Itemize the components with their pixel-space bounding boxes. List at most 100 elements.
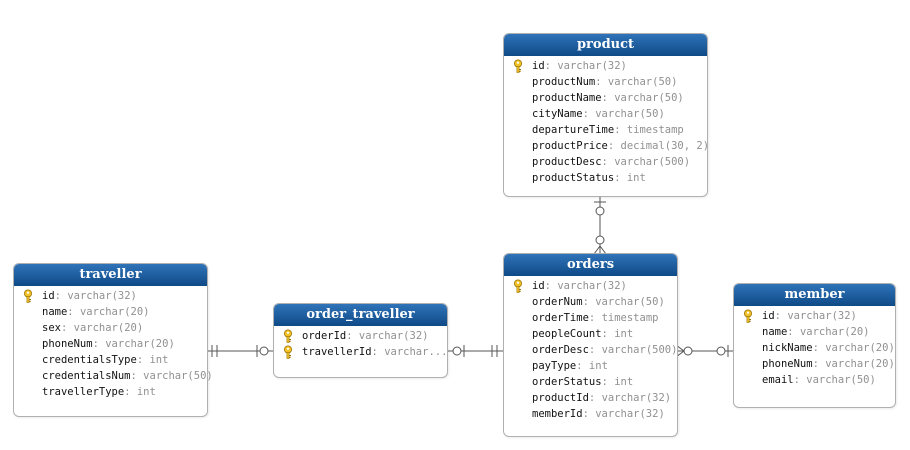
field-row[interactable]: credentialsType: int: [14, 352, 207, 368]
field-separator: :: [588, 344, 602, 356]
field-separator: :: [614, 172, 627, 184]
field-row[interactable]: credentialsNum: varchar(50): [14, 368, 213, 384]
field-row[interactable]: productDesc: varchar(500): [504, 154, 707, 170]
field-name: sex: [42, 322, 61, 334]
relationship-traveller-order-traveller: [206, 345, 274, 357]
field-name: departureTime: [532, 124, 615, 136]
field-separator: :: [601, 156, 615, 168]
field-name: email: [762, 374, 794, 386]
field-name: productId: [532, 392, 589, 404]
field-row[interactable]: orderDesc: varchar(500): [504, 342, 677, 358]
table-member[interactable]: member id: varchar(32)name: varchar(20)n…: [733, 283, 896, 408]
field-row[interactable]: name: varchar(20): [734, 324, 895, 340]
field-name: orderDesc: [532, 344, 589, 356]
field-row[interactable]: sex: varchar(20): [14, 320, 207, 336]
field-type: varchar(20): [799, 326, 870, 338]
field-row[interactable]: orderStatus: int: [504, 374, 677, 390]
field-type: varchar(50): [595, 108, 665, 120]
field-separator: :: [544, 60, 558, 72]
field-type: varchar(50): [607, 76, 678, 88]
field-separator: :: [582, 108, 596, 120]
field-row[interactable]: id: varchar(32): [14, 288, 207, 304]
field-name: name: [762, 326, 788, 338]
field-name: orderId: [302, 330, 347, 342]
field-name: peopleCount: [532, 328, 602, 340]
field-row[interactable]: travellerType: int: [14, 384, 207, 400]
field-type: varchar(20): [79, 306, 150, 318]
field-type: int: [136, 386, 156, 398]
field-row[interactable]: id: varchar(32): [504, 58, 707, 74]
field-row[interactable]: travellerId: varchar...: [274, 344, 447, 360]
field-name: productDesc: [532, 156, 602, 168]
field-row[interactable]: departureTime: timestamp: [504, 122, 707, 138]
field-type: varchar(500): [614, 156, 691, 168]
field-row[interactable]: id: varchar(32): [734, 308, 895, 324]
relationship-product-orders: [593, 196, 607, 255]
field-row[interactable]: cityName: varchar(50): [504, 106, 707, 122]
field-row[interactable]: orderId: varchar(32): [274, 328, 447, 344]
field-separator: :: [601, 376, 615, 388]
field-name: productPrice: [532, 140, 608, 152]
field-row[interactable]: payType: int: [504, 358, 677, 374]
key-icon: [281, 329, 295, 343]
field-name: productStatus: [532, 172, 615, 184]
field-row[interactable]: orderTime: timestamp: [504, 310, 677, 326]
field-type: int: [614, 376, 634, 388]
field-type: varchar(32): [358, 330, 429, 342]
field-row[interactable]: peopleCount: int: [504, 326, 677, 342]
field-name: id: [532, 280, 545, 292]
field-separator: :: [607, 140, 621, 152]
table-title: orders: [504, 254, 677, 276]
field-type: varchar(50): [806, 374, 876, 386]
zero-circle: [683, 346, 693, 356]
table-traveller[interactable]: traveller id: varchar(32)name: varchar(2…: [13, 263, 213, 417]
table-product[interactable]: product id: varchar(32)productNum: varch…: [503, 33, 709, 197]
table-order-traveller[interactable]: order_traveller orderId: varchar(32)trav…: [273, 303, 448, 378]
field-row[interactable]: nickName: varchar(20): [734, 340, 895, 356]
field-type: varchar(32): [67, 290, 137, 302]
field-name: travellerType: [42, 386, 125, 398]
field-name: orderNum: [532, 296, 583, 308]
table-title: traveller: [14, 264, 207, 286]
field-row[interactable]: orderNum: varchar(50): [504, 294, 677, 310]
field-name: id: [532, 60, 545, 72]
field-name: memberId: [532, 408, 583, 420]
field-separator: :: [576, 360, 589, 372]
field-row[interactable]: productName: varchar(50): [504, 90, 707, 106]
field-separator: :: [588, 312, 602, 324]
field-name: id: [42, 290, 55, 302]
field-row[interactable]: phoneNum: varchar(20): [14, 336, 207, 352]
zero-circle: [259, 346, 269, 356]
field-separator: :: [793, 374, 807, 386]
field-separator: :: [54, 290, 68, 302]
zero-circle: [716, 346, 726, 356]
field-name: orderStatus: [532, 376, 602, 388]
field-name: credentialsNum: [42, 370, 131, 382]
field-name: travellerId: [302, 346, 372, 358]
field-row[interactable]: productId: varchar(32): [504, 390, 677, 406]
field-row[interactable]: productPrice: decimal(30, 2): [504, 138, 709, 154]
key-icon: [21, 289, 35, 303]
field-separator: :: [136, 354, 150, 366]
field-separator: :: [614, 124, 627, 136]
field-type: varchar...: [384, 346, 448, 358]
field-separator: :: [787, 326, 800, 338]
field-type: timestamp: [626, 124, 684, 136]
field-row[interactable]: phoneNum: varchar(20): [734, 356, 895, 372]
field-type: varchar(50): [143, 370, 213, 382]
field-row[interactable]: memberId: varchar(32): [504, 406, 677, 422]
field-type: int: [588, 360, 608, 372]
key-icon: [511, 279, 525, 293]
field-type: varchar(50): [595, 296, 665, 308]
zero-circle: [595, 235, 605, 245]
field-name: phoneNum: [42, 338, 93, 350]
field-row[interactable]: email: varchar(50): [734, 372, 895, 388]
field-row[interactable]: name: varchar(20): [14, 304, 207, 320]
field-separator: :: [92, 338, 106, 350]
field-separator: :: [124, 386, 137, 398]
table-orders[interactable]: orders id: varchar(32)orderNum: varchar(…: [503, 253, 678, 437]
field-row[interactable]: id: varchar(32): [504, 278, 677, 294]
field-row[interactable]: productStatus: int: [504, 170, 707, 186]
field-type: varchar(32): [601, 392, 672, 404]
field-row[interactable]: productNum: varchar(50): [504, 74, 707, 90]
